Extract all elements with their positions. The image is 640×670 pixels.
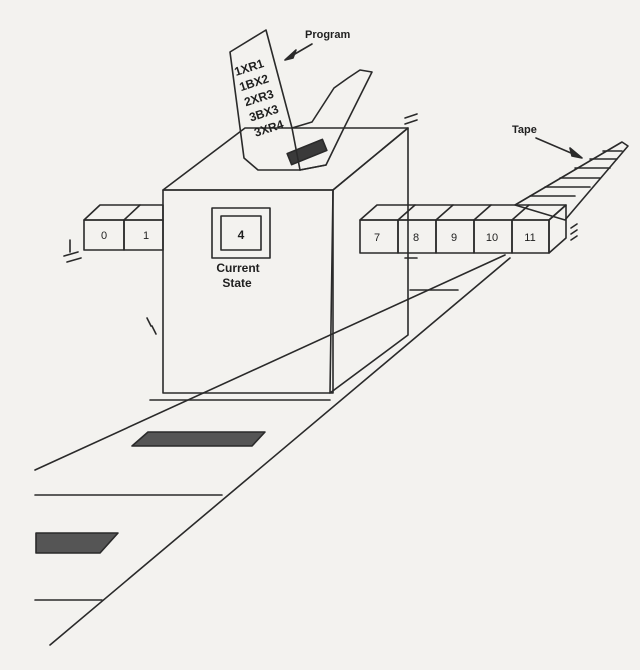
track-mark-1 <box>131 431 266 447</box>
tape-label: Tape <box>512 124 537 136</box>
tape-cell-0: 0 <box>101 230 107 242</box>
track-mark-2 <box>35 532 119 554</box>
tape-cell-8: 8 <box>413 232 419 244</box>
tape-left: 0 1 <box>63 204 164 263</box>
state-value: 4 <box>238 228 245 242</box>
program-slot <box>286 138 328 166</box>
current-state-label-line2: State <box>222 276 252 290</box>
tape-callout: Tape <box>512 124 583 159</box>
tape-right: 7 8 9 10 11 <box>359 204 578 259</box>
program-label: Program <box>305 29 350 41</box>
program-callout: Program <box>284 29 350 61</box>
tape-cell-11: 11 <box>524 232 535 244</box>
track <box>34 254 511 646</box>
tape-cell-10: 10 <box>486 232 498 244</box>
tape-cell-9: 9 <box>451 232 457 244</box>
state-window: 4 Current State <box>211 207 271 290</box>
tape-cell-7: 7 <box>374 232 380 244</box>
current-state-label-line1: Current <box>216 261 259 275</box>
tape-cell-1: 1 <box>143 230 149 242</box>
tape-far <box>514 141 629 221</box>
machine-box <box>146 113 418 394</box>
